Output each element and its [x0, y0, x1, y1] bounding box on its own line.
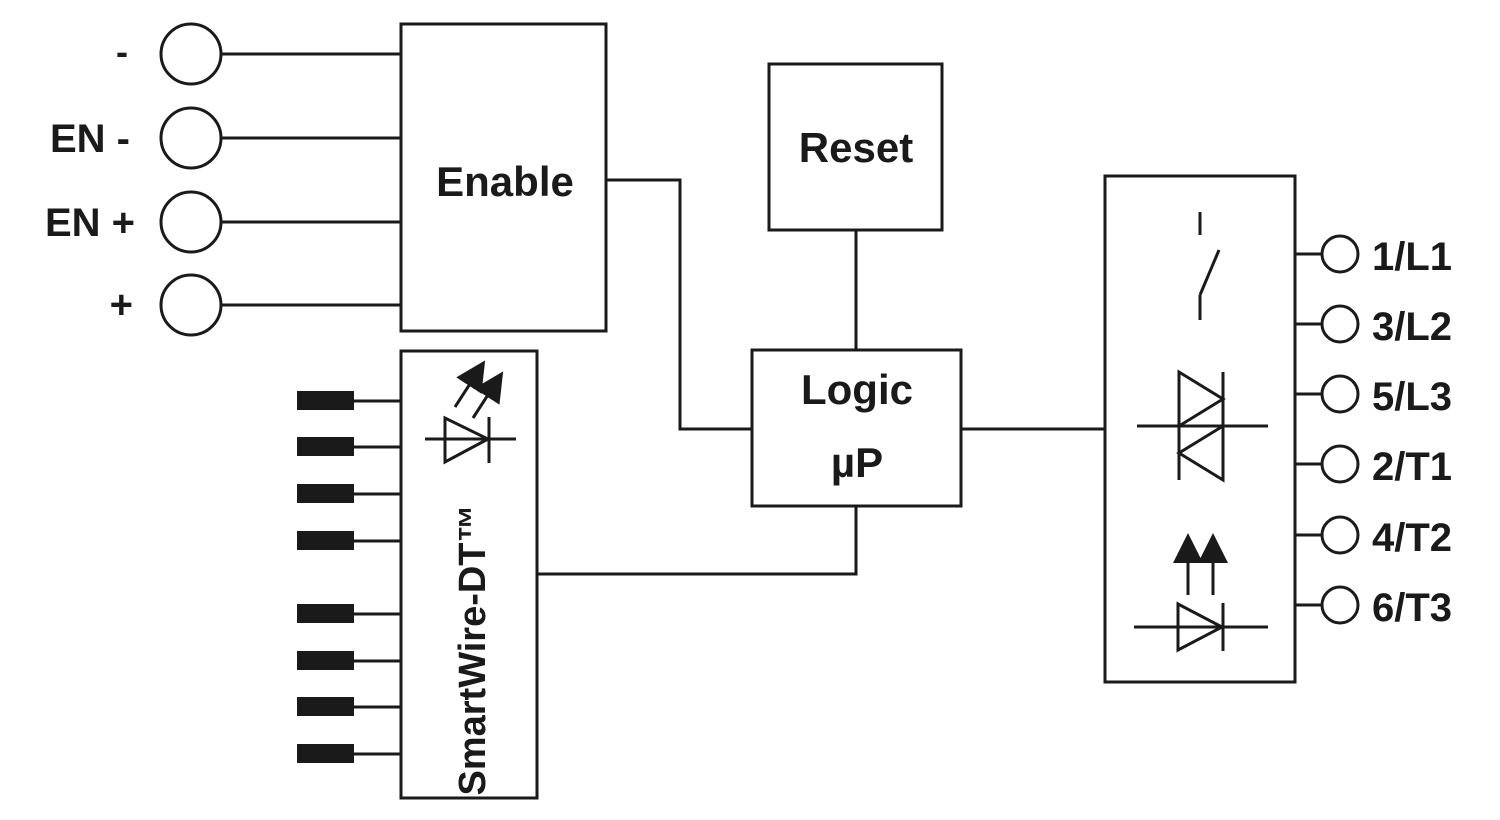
optocoupler-led-icon	[1134, 533, 1268, 653]
status-led-icon	[425, 360, 516, 465]
connector-pin[interactable]	[297, 604, 401, 623]
connector-pin[interactable]	[297, 651, 401, 670]
logic-to-smartwire-wire	[538, 506, 858, 576]
terminal-label-minus: -	[116, 31, 128, 72]
triac-thyristor-icon	[1137, 369, 1268, 483]
smartwire-block	[399, 349, 539, 800]
logic-block	[750, 348, 963, 508]
terminal-1-l1[interactable]	[1295, 234, 1360, 274]
enable-block	[399, 22, 608, 333]
terminal-3-l2[interactable]	[1295, 304, 1360, 344]
terminal-label-plus: +	[110, 283, 133, 327]
connector-pin[interactable]	[297, 744, 401, 763]
microprocessor-label: µP	[831, 439, 883, 486]
switch-contact-icon	[1198, 212, 1221, 320]
enable-label: Enable	[436, 158, 574, 205]
smartwire-label: SmartWire-DT™	[452, 504, 494, 795]
output-block	[1103, 174, 1297, 684]
right-terminals	[1295, 234, 1360, 625]
terminal-label-en-plus: EN +	[45, 201, 135, 245]
terminal-en-minus[interactable]	[159, 106, 400, 170]
terminal-label-1-l1: 1/L1	[1372, 235, 1452, 279]
terminal-label-2-t1: 2/T1	[1372, 445, 1452, 489]
left-terminals	[159, 22, 400, 337]
smartwire-connector-pins	[297, 391, 401, 763]
terminal-label-5-l3: 5/L3	[1372, 375, 1452, 419]
terminal-5-l3[interactable]	[1295, 374, 1360, 414]
terminal-plus[interactable]	[159, 273, 400, 337]
terminal-label-4-t2: 4/T2	[1372, 516, 1452, 560]
terminal-minus[interactable]	[159, 22, 400, 86]
terminal-2-t1[interactable]	[1295, 444, 1360, 484]
terminal-label-6-t3: 6/T3	[1372, 586, 1452, 630]
enable-to-logic-wire	[606, 178, 752, 431]
connector-pin[interactable]	[297, 437, 401, 456]
connector-pin[interactable]	[297, 391, 401, 410]
terminal-label-en-minus: EN -	[50, 117, 130, 161]
terminal-6-t3[interactable]	[1295, 585, 1360, 625]
terminal-en-plus[interactable]	[159, 190, 400, 254]
terminal-label-3-l2: 3/L2	[1372, 305, 1452, 349]
reset-label: Reset	[799, 124, 913, 171]
terminal-4-t2[interactable]	[1295, 515, 1360, 555]
logic-label: Logic	[801, 366, 913, 413]
connector-pin[interactable]	[297, 697, 401, 716]
connector-pin[interactable]	[297, 484, 401, 503]
connector-pin[interactable]	[297, 531, 401, 550]
